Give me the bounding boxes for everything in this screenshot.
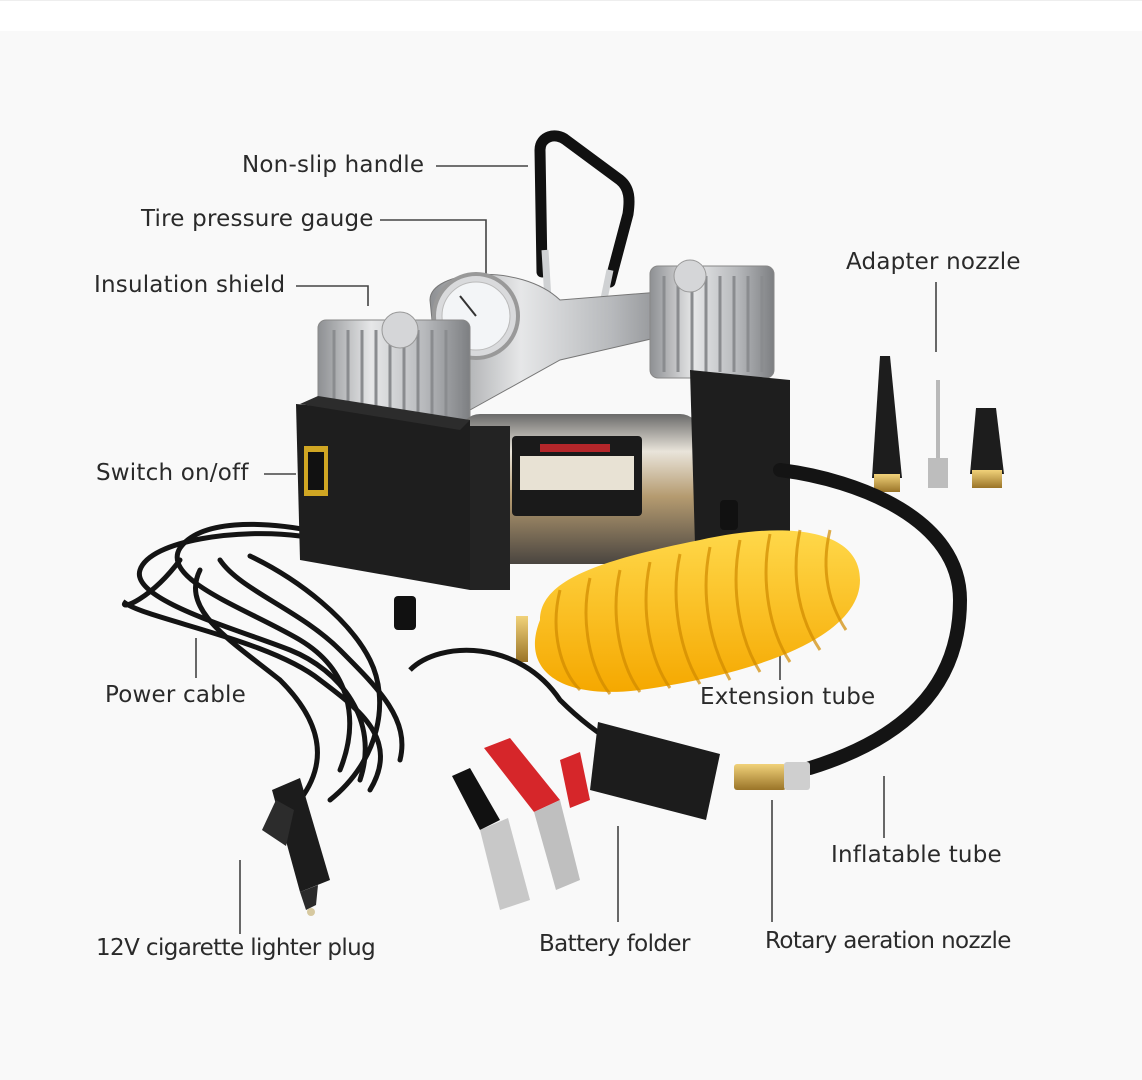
label-cigarette-lighter-plug: 12V cigarette lighter plug bbox=[96, 935, 376, 961]
label-adapter-nozzle: Adapter nozzle bbox=[846, 249, 1021, 275]
label-switch-on-off: Switch on/off bbox=[96, 460, 249, 486]
label-non-slip-handle: Non-slip handle bbox=[242, 152, 425, 178]
battery-clips-art bbox=[408, 647, 720, 910]
label-insulation-shield: Insulation shield bbox=[94, 272, 286, 298]
label-tire-pressure-gauge: Tire pressure gauge bbox=[141, 206, 374, 232]
leader-lines bbox=[195, 165, 937, 934]
label-extension-tube: Extension tube bbox=[700, 684, 876, 710]
compressor-illustration bbox=[122, 130, 1004, 934]
label-rotary-aeration-nozzle: Rotary aeration nozzle bbox=[765, 928, 1011, 954]
label-power-cable: Power cable bbox=[105, 682, 246, 708]
power-cable-art bbox=[122, 521, 405, 803]
inflatable-tube-art bbox=[773, 463, 968, 775]
label-battery-folder: Battery folder bbox=[539, 931, 690, 957]
cigarette-plug-art bbox=[262, 778, 330, 916]
extension-tube-art bbox=[516, 529, 860, 695]
adapter-nozzles-art bbox=[872, 356, 1004, 492]
top-strip bbox=[0, 0, 1142, 32]
diagram-canvas: Non-slip handle Tire pressure gauge Insu… bbox=[0, 31, 1142, 1080]
rotary-nozzle-art bbox=[734, 762, 810, 790]
label-inflatable-tube: Inflatable tube bbox=[831, 842, 1002, 868]
compressor-body-art bbox=[296, 130, 790, 630]
